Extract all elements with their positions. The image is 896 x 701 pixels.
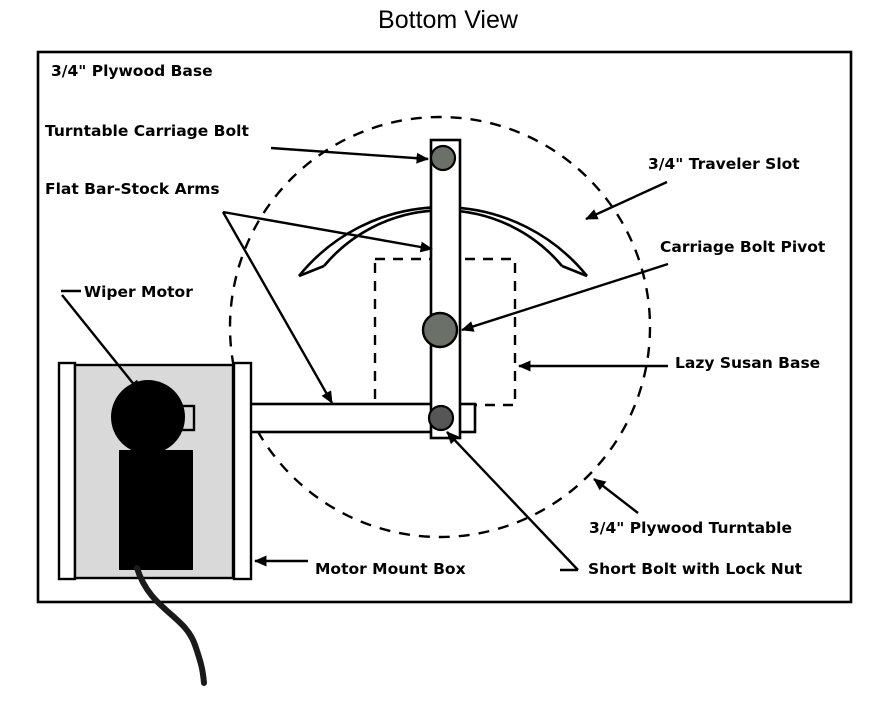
- leader-short-bolt: [446, 431, 579, 571]
- label-carriage-bolt-pivot: Carriage Bolt Pivot: [660, 238, 826, 256]
- leader-flat-bar-arms-horizontal: [221, 211, 334, 404]
- label-short-bolt-with-lock-nut: Short Bolt with Lock Nut: [588, 560, 803, 578]
- label-traveler-slot: 3/4" Traveler Slot: [648, 155, 800, 173]
- label-plywood-base: 3/4" Plywood Base: [51, 62, 213, 80]
- label-plywood-turntable: 3/4" Plywood Turntable: [589, 519, 792, 537]
- turntable-carriage-bolt: [429, 144, 457, 172]
- motor-box-left-board: [57, 361, 77, 581]
- leader-traveler-slot: [585, 180, 668, 221]
- leader-carriage-bolt-pivot: [461, 262, 669, 332]
- leader-plywood-turntable: [593, 478, 639, 514]
- wiper-motor-body: [119, 450, 193, 570]
- plywood-turntable-circle: [228, 115, 652, 539]
- leader-flat-bar-arms-vertical: [222, 210, 433, 253]
- short-bolt-with-lock-nut: [427, 404, 455, 432]
- label-flat-bar-stock-arms: Flat Bar-Stock Arms: [45, 180, 220, 198]
- label-turntable-carriage-bolt: Turntable Carriage Bolt: [45, 122, 249, 140]
- motor-power-cord: [134, 565, 207, 686]
- label-motor-mount-box: Motor Mount Box: [315, 560, 466, 578]
- label-wiper-motor: Wiper Motor: [84, 283, 193, 301]
- leader-wiper-motor: [61, 294, 141, 393]
- carriage-bolt-pivot: [421, 311, 459, 349]
- wiper-motor-hub: [111, 380, 185, 454]
- page-title: Bottom View: [378, 6, 518, 34]
- leader-turntable-carriage-bolt: [270, 146, 429, 164]
- label-lazy-susan-base: Lazy Susan Base: [675, 354, 821, 372]
- vertical-bar-stock-arm: [429, 138, 462, 440]
- motor-box-right-board: [232, 361, 253, 581]
